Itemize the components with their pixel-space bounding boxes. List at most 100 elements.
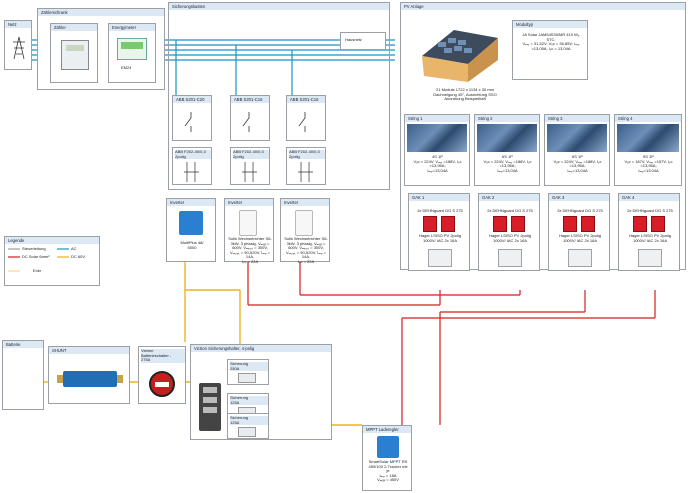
rcd-label: ABB F202-40/0,3 2polig	[233, 150, 269, 160]
fuse-holder-icon	[199, 383, 221, 431]
iso-label: Hager LSISO PV 2polig 1000V/ IAC 2x 16A	[418, 234, 462, 243]
pv-anlage-title: PV Anlage	[401, 3, 685, 10]
surge-protector-icon	[633, 216, 647, 232]
gak-label: GAK 1	[409, 194, 469, 201]
legend-label: AC	[71, 247, 77, 251]
inverter-multiplus-box: Inverter MultiPlus 48/ 5000	[166, 198, 216, 262]
string-2-box: String 2 6S 1P Vₒc = 224V, Vₘₚ =188V, Iₛ…	[474, 114, 540, 186]
string-label: String 2	[475, 115, 539, 122]
inverter-text: Solis Wechselrichter S6- 3kW, 3 phasig, …	[284, 237, 328, 264]
inverter-text: Solis Wechselrichter S6- 3kW, 3 phasig, …	[228, 237, 272, 264]
zaehler-box: Zähler	[50, 23, 98, 83]
fuse-label: Sicherung 125A	[230, 416, 268, 426]
victron-fuse-box: Victron Sicherungshalter, 4-polig Sicher…	[190, 344, 332, 440]
dc-isolator-icon	[498, 249, 522, 267]
battery-switch-icon	[149, 371, 175, 397]
legend-box: Legende Steuerleitung DC Solar 6mm² Erde…	[4, 236, 100, 286]
shunt-box: SHUNT	[48, 346, 130, 404]
modultyp-text: JA Solar JAM54S30/MR 410 Wₚ STC: Vₘₚ = 3…	[522, 33, 580, 51]
inverter-title: Inverter	[167, 199, 215, 206]
rcd-symbol-icon	[298, 162, 313, 182]
legend-label: DC Solar 6mm²	[22, 255, 50, 259]
netz-box: Netz	[4, 20, 32, 70]
house-icon	[422, 30, 498, 82]
rcd-2-box: ABB F202-40/0,3 2polig	[230, 147, 270, 185]
pv-caption: 21 Module 1722 x 1134 x 30 mm Dachneigun…	[433, 88, 497, 102]
solar-panel-icon	[617, 124, 679, 152]
string-text: 5S 1P Vₒc = 187V, Vₘₚ =157V, Iₛc =13,95A…	[624, 155, 673, 173]
shunt-icon	[57, 371, 123, 387]
dc-isolator-icon	[638, 249, 662, 267]
switch-symbol-icon	[298, 112, 306, 132]
string-label: String 3	[545, 115, 609, 122]
rcd-label: ABB F202-40/0,3 2polig	[175, 150, 211, 160]
iso-label: Hager LSISO PV 2polig 1000V/ IAC 2x 16A	[628, 234, 672, 243]
solis-inverter-icon	[239, 210, 257, 236]
rcd-1-box: ABB F202-40/0,3 2polig	[172, 147, 212, 185]
rcd-symbol-icon	[184, 162, 199, 182]
surge-protector-icon	[581, 216, 595, 232]
solar-panel-icon	[407, 124, 467, 152]
dc-isolator-icon	[568, 249, 592, 267]
iso-label: Hager LSISO PV 2polig 1000V/ IAC 2x 16A	[558, 234, 602, 243]
zaehlerschrank-title: Zählerschrank	[38, 9, 164, 16]
meter-icon	[61, 40, 89, 70]
fuse-label: Sicherung 250A	[230, 362, 268, 372]
rcd-label: ABB F202-40/0,3 2polig	[289, 150, 325, 160]
iso-label: Hager LSISO PV 2polig 1000V/ IAC 2x 16A	[488, 234, 532, 243]
legend-title: Legende	[5, 237, 99, 244]
hausnetz-label: Hausnetz	[345, 38, 362, 42]
switch-symbol-icon	[184, 112, 192, 132]
legend-swatches-left	[8, 248, 20, 272]
inverter-title: Inverter	[281, 199, 329, 206]
victron-fuse-title: Victron Sicherungshalter, 4-polig	[191, 345, 331, 352]
string-text: 4S 1P Vₒc = 224V, Vₘₚ =188V, Iₛc =13,95A…	[413, 155, 462, 173]
fuse-icon	[238, 373, 256, 383]
surge-protector-icon	[651, 216, 665, 232]
breaker-1-box: ABB S201-C20	[172, 95, 212, 141]
dc-isolator-icon	[428, 249, 452, 267]
mppt-icon	[377, 436, 399, 458]
string-label: String 4	[615, 115, 681, 122]
string-4-box: String 4 5S 1P Vₒc = 187V, Vₘₚ =157V, Iₛ…	[614, 114, 682, 186]
zaehlerschrank-box: Zählerschrank Zähler Energymeter EM24	[37, 8, 165, 90]
shunt-title: SHUNT	[49, 347, 129, 354]
surge-protector-icon	[563, 216, 577, 232]
netz-title: Netz	[5, 21, 31, 28]
surge-protector-icon	[423, 216, 437, 232]
modultyp-title: Modultyp	[513, 21, 587, 28]
switch-symbol-icon	[242, 112, 250, 132]
hausnetz-box: Hausnetz	[340, 32, 386, 50]
rcd-3-box: ABB F202-40/0,3 2polig	[286, 147, 326, 185]
mppt-box: MPPT Laderegler SmartSolar MPPT RS 450/1…	[362, 425, 412, 491]
string-1-box: String 1 4S 1P Vₒc = 224V, Vₘₚ =188V, Iₛ…	[404, 114, 470, 186]
fuse-icon	[238, 427, 256, 437]
gak-3-box: GAK 3 2x DEHNguard DG S 275 Hager LSISO …	[548, 193, 610, 271]
victron-switch-box: Victron Batterieschalter - 275A	[138, 346, 186, 404]
sicherungskasten-title: Sicherungskasten	[169, 3, 389, 10]
gak-2-box: GAK 2 2x DEHNguard DG S 275 Hager LSISO …	[478, 193, 540, 271]
string-3-box: String 3 6S 1P Vₒc = 224V, Vₘₚ =188V, Iₛ…	[544, 114, 610, 186]
legend-label: DC 60V	[71, 255, 86, 259]
inverter-solis-1-box: Inverter Solis Wechselrichter S6- 3kW, 3…	[224, 198, 274, 264]
multiplus-icon	[179, 211, 203, 235]
surge-protector-icon	[511, 216, 525, 232]
breaker-3-box: ABB S201-C16	[286, 95, 326, 141]
gak-1-box: GAK 1 2x DEHNguard DG S 275 Hager LSISO …	[408, 193, 470, 271]
inverter-title: Inverter	[225, 199, 273, 206]
surge-protector-icon	[493, 216, 507, 232]
dc-solar-wires	[247, 262, 656, 425]
solar-panel-icon	[547, 124, 607, 152]
breaker-label: ABB S201-C16	[287, 96, 325, 103]
spd-label: 2x DEHNguard DG S 275	[487, 209, 533, 213]
rcd-symbol-icon	[242, 162, 257, 182]
zaehler-label: Zähler	[51, 24, 97, 31]
inverter-solis-2-box: Inverter Solis Wechselrichter S6- 3kW, 3…	[280, 198, 330, 264]
mppt-title: MPPT Laderegler	[363, 426, 411, 433]
batterie-title: Batterie	[3, 341, 43, 348]
gak-label: GAK 2	[479, 194, 539, 201]
fuse-label: Sicherung 125A	[230, 396, 268, 406]
string-text: 6S 1P Vₒc = 224V, Vₘₚ =188V, Iₛc =13,95A…	[483, 155, 532, 173]
legend-label: Erde	[33, 269, 42, 273]
solis-inverter-icon	[295, 210, 313, 236]
